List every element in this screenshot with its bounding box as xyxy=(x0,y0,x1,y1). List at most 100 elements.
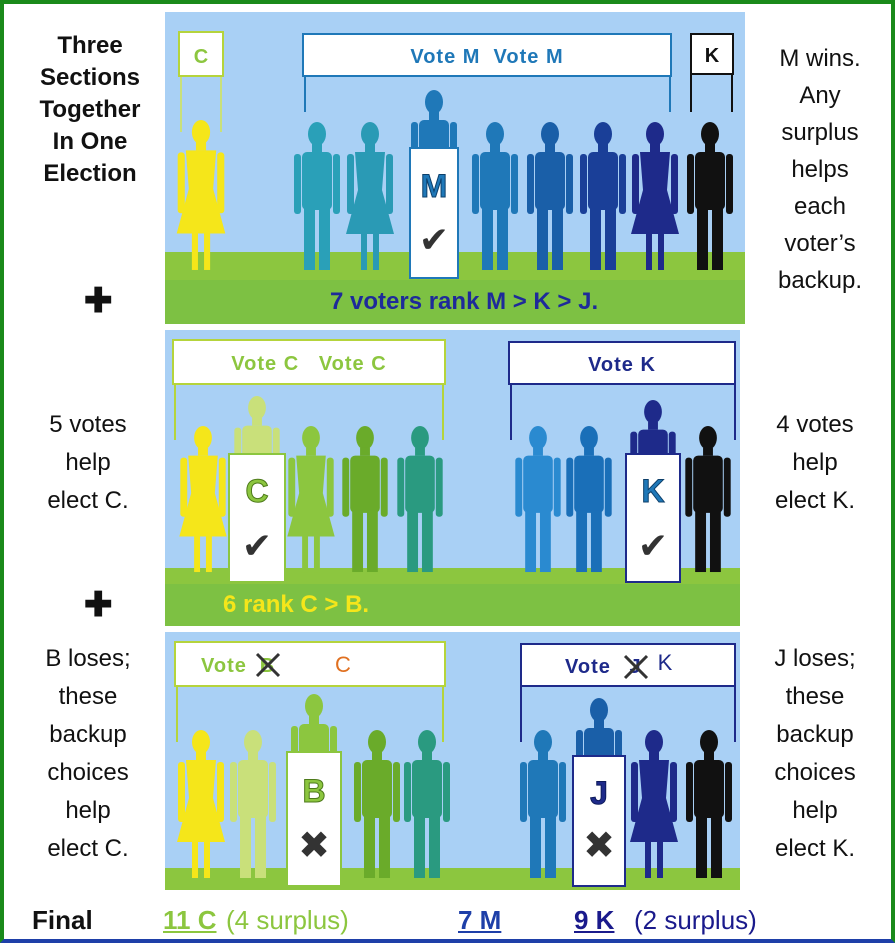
label-line: help xyxy=(65,797,111,824)
title-line: In One xyxy=(52,128,128,155)
final-k-note: (2 surplus) xyxy=(634,905,757,935)
sign-k xyxy=(690,33,734,75)
sign-vote-c-text: Vote C Vote C xyxy=(231,353,386,375)
voter-figure xyxy=(686,730,732,878)
sign-new-k: K xyxy=(658,650,673,675)
label-line: helps xyxy=(791,156,849,183)
label-line: surplus xyxy=(781,119,859,146)
section1-panel: C Vote M Vote M K M ✔ xyxy=(165,12,745,280)
sign-vote-k-text: Vote K xyxy=(588,354,656,376)
sign-new-c: C xyxy=(335,652,351,677)
check-icon: ✔ xyxy=(638,526,668,567)
section2-scene: Vote C Vote C Vote K C ✔ K ✔ xyxy=(165,339,740,585)
final-c-count: 11 C xyxy=(163,905,217,935)
section2-panel: Vote C Vote C Vote K C ✔ K ✔ xyxy=(165,330,740,585)
voter-figure xyxy=(515,426,561,573)
label-line: help xyxy=(792,797,838,824)
voter-figure xyxy=(527,122,573,270)
voter-figure xyxy=(346,122,394,270)
title-text: Three Sections Together In One Election xyxy=(20,30,160,190)
label-line: these xyxy=(785,683,845,710)
voter-figure xyxy=(404,730,450,878)
label-line: M wins. xyxy=(779,45,861,72)
voter-figure xyxy=(287,426,335,573)
voter-figure xyxy=(520,730,566,878)
voter-figure xyxy=(630,730,678,878)
section1-bar-text: 7 voters rank M > K > J. xyxy=(330,288,599,315)
voter-figure xyxy=(342,426,388,573)
label-line: J loses; xyxy=(774,645,856,672)
label-line: 4 votes xyxy=(776,411,854,438)
title-line: Together xyxy=(39,96,141,123)
section2-bar-text: 6 rank C > B. xyxy=(223,591,370,618)
label-line: each xyxy=(793,193,847,220)
sign-vote-c xyxy=(172,339,446,385)
sign-c-text: C xyxy=(194,46,208,68)
label-line: elect K. xyxy=(774,487,856,514)
voter-figure xyxy=(294,122,340,270)
section3-panel: Vote B C Vote J K B ✖ J ✖ xyxy=(165,632,740,890)
left-label-section3: B loses; these backup choices help elect… xyxy=(18,640,158,868)
label-line: help xyxy=(792,449,838,476)
right-label-section1: M wins. Any surplus helps each voter’s b… xyxy=(750,40,890,299)
ballot-box-c xyxy=(228,453,286,583)
ballot-box-j xyxy=(572,755,626,887)
label-line: these xyxy=(58,683,118,710)
label-line: B loses; xyxy=(45,645,131,672)
ballot-box-b xyxy=(286,751,342,887)
label-line: backup xyxy=(776,721,854,748)
title-line: Election xyxy=(43,160,137,187)
ballot-box-k xyxy=(625,453,681,583)
voter-figure xyxy=(176,120,226,270)
sign-c xyxy=(178,31,224,77)
voter-figure xyxy=(580,122,626,270)
plus-icon: ✚ xyxy=(84,586,113,624)
voter-figure xyxy=(179,426,227,573)
title-line: Three xyxy=(57,32,123,59)
final-label: Final xyxy=(32,905,93,935)
ballot-letter-c: C xyxy=(245,473,268,509)
voter-figure xyxy=(397,426,443,573)
voter-figure xyxy=(566,426,612,573)
right-label-section2: 4 votes help elect K. xyxy=(745,406,885,520)
section3-scene: Vote B C Vote J K B ✖ J ✖ xyxy=(165,641,740,890)
final-k-count: 9 K xyxy=(574,905,615,935)
cross-icon: ✖ xyxy=(298,823,330,867)
sign-vote-k-updated xyxy=(520,643,736,687)
grass xyxy=(165,868,740,890)
voter-figure xyxy=(177,730,225,878)
right-label-section3: J loses; these backup choices help elect… xyxy=(745,640,885,868)
cross-icon: ✖ xyxy=(583,823,615,867)
voter-figure xyxy=(687,122,733,270)
label-line: choices xyxy=(774,759,856,786)
ballot-letter-k: K xyxy=(641,473,664,509)
title-line: Sections xyxy=(39,64,141,91)
label-line: backup xyxy=(49,721,127,748)
final-c-note: (4 surplus) xyxy=(226,905,349,935)
ballot-letter: M xyxy=(421,168,448,204)
voter-figure xyxy=(354,730,400,878)
ballot-letter-j: J xyxy=(590,775,608,811)
sign-k-text: K xyxy=(705,45,720,67)
left-label-section2: 5 votes help elect C. xyxy=(18,406,158,520)
label-line: Any xyxy=(799,82,841,109)
section1-bar: 7 voters rank M > K > J. xyxy=(165,280,745,324)
label-line: 5 votes xyxy=(49,411,127,438)
final-m-count: 7 M xyxy=(458,905,502,935)
label-line: elect K. xyxy=(774,835,856,862)
label-line: elect C. xyxy=(47,487,129,514)
voter-figure xyxy=(230,730,276,878)
label-line: help xyxy=(65,449,111,476)
check-icon: ✔ xyxy=(419,220,449,261)
voter-figure xyxy=(631,122,679,270)
sign-m-text: Vote M Vote M xyxy=(410,46,563,68)
grass xyxy=(165,568,740,585)
label-line: choices xyxy=(47,759,129,786)
final-tally: Final 11 C (4 surplus) 7 M 9 K (2 surplu… xyxy=(0,900,895,940)
sign-vote-text: Vote xyxy=(565,656,611,678)
label-line: backup. xyxy=(777,267,863,294)
label-line: elect C. xyxy=(47,835,129,862)
sign-vote-text: Vote xyxy=(201,655,247,677)
sign-m xyxy=(302,33,672,77)
section1-scene: C Vote M Vote M K M ✔ xyxy=(165,31,745,280)
